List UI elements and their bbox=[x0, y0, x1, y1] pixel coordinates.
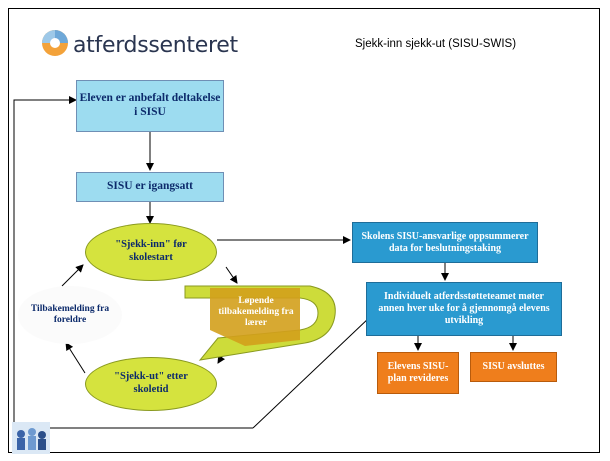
slide-title: Sjekk-inn sjekk-ut (SISU-SWIS) bbox=[355, 38, 517, 50]
node-recommended: Eleven er anbefalt deltakelse i SISU bbox=[76, 80, 224, 132]
logo-text: atferdssenteret bbox=[73, 33, 238, 58]
feedback-loop-band bbox=[184, 285, 336, 361]
logo-icon bbox=[42, 30, 68, 56]
feedback-loop-front bbox=[210, 288, 300, 346]
node-team-meeting: Individuelt atferdsstøtteteamet møter an… bbox=[366, 282, 562, 336]
students-picture-icon bbox=[12, 422, 50, 454]
node-check-out: "Sjekk-ut" etter skoletid bbox=[85, 357, 217, 411]
node-ongoing-feedback: Løpende tilbakemelding fra lærer bbox=[218, 296, 294, 328]
node-sisu-ends: SISU avsluttes bbox=[470, 352, 557, 382]
node-check-in: "Sjekk-inn" før skolestart bbox=[85, 223, 217, 281]
node-parent-feedback: Tilbakemelding fra foreldre bbox=[18, 286, 122, 344]
node-plan-revised: Elevens SISU-plan revideres bbox=[377, 352, 459, 394]
node-summarize: Skolens SISU-ansvarlige oppsummerer data… bbox=[352, 222, 538, 263]
node-sisu-started: SISU er igangsatt bbox=[76, 172, 224, 202]
